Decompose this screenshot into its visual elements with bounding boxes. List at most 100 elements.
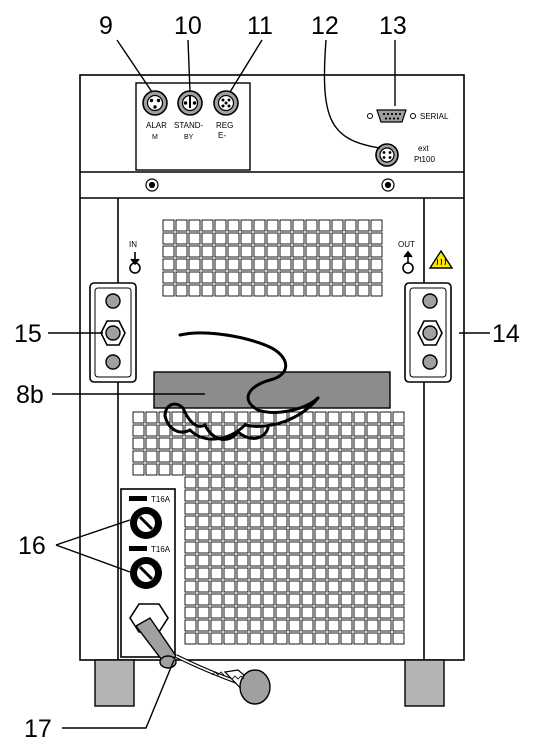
vent-slot (292, 271, 305, 284)
vent-slot (223, 580, 236, 593)
vent-slot (249, 541, 262, 554)
screw-icon (145, 178, 395, 192)
vent-slot (340, 437, 353, 450)
vent-slot (223, 619, 236, 632)
vent-slot (314, 502, 327, 515)
vent-slot (327, 541, 340, 554)
vent-slot (353, 541, 366, 554)
vent-slot (288, 632, 301, 645)
vent-slot (275, 489, 288, 502)
vent-slot (301, 554, 314, 567)
vent-slot (327, 515, 340, 528)
vent-slot (353, 424, 366, 437)
vent-slot (171, 411, 184, 424)
vent-slot (249, 463, 262, 476)
vent-slot (327, 463, 340, 476)
vent-slot (366, 593, 379, 606)
vent-slot (197, 411, 210, 424)
vent-slot (240, 271, 253, 284)
vent-slot (344, 219, 357, 232)
vent-slot (344, 271, 357, 284)
vent-slot (366, 437, 379, 450)
vent-slot (357, 245, 370, 258)
vent-slot (249, 619, 262, 632)
vent-slot (188, 245, 201, 258)
vent-slot (223, 541, 236, 554)
vent-slot (318, 271, 331, 284)
leader-lines (48, 39, 490, 729)
upper-vent-grille (162, 219, 383, 297)
vent-slot (301, 502, 314, 515)
vent-slot (301, 515, 314, 528)
vent-slot (392, 541, 405, 554)
vent-slot (175, 232, 188, 245)
vent-slot (197, 619, 210, 632)
vent-slot (379, 502, 392, 515)
vent-slot (266, 232, 279, 245)
vent-slot (236, 632, 249, 645)
vent-slot (249, 489, 262, 502)
vent-slot (353, 502, 366, 515)
callout-9: 9 (99, 12, 113, 40)
vent-slot (305, 284, 318, 297)
vent-slot (288, 424, 301, 437)
callout-16: 16 (18, 532, 46, 560)
vent-slot (379, 476, 392, 489)
vent-slot (340, 606, 353, 619)
vent-slot (210, 515, 223, 528)
vent-slot (288, 567, 301, 580)
vent-slot (327, 580, 340, 593)
fuse-holder-2-icon (130, 557, 162, 589)
vent-slot (288, 593, 301, 606)
vent-slot (379, 424, 392, 437)
vent-slot (327, 476, 340, 489)
serial-label: SERIAL (420, 112, 449, 121)
vent-slot (266, 245, 279, 258)
vent-slot (162, 219, 175, 232)
vent-slot (210, 593, 223, 606)
vent-slot (262, 528, 275, 541)
vent-slot (379, 489, 392, 502)
callout-15: 15 (14, 320, 42, 348)
vent-slot (366, 515, 379, 528)
vent-slot (184, 515, 197, 528)
vent-slot (370, 232, 383, 245)
vent-slot (214, 284, 227, 297)
vent-slot (275, 554, 288, 567)
vent-slot (210, 489, 223, 502)
vent-slot (314, 593, 327, 606)
vent-slot (275, 606, 288, 619)
vent-slot (184, 528, 197, 541)
vent-slot (366, 450, 379, 463)
vent-slot (249, 593, 262, 606)
vent-slot (223, 489, 236, 502)
vent-slot (214, 219, 227, 232)
vent-slot (158, 437, 171, 450)
vent-slot (379, 619, 392, 632)
vent-slot (223, 476, 236, 489)
vent-slot (210, 411, 223, 424)
vent-slot (210, 567, 223, 580)
vent-slot (392, 567, 405, 580)
vent-slot (353, 463, 366, 476)
vent-slot (340, 528, 353, 541)
power-cord-icon (175, 654, 271, 705)
callout-8b: 8b (16, 381, 44, 409)
vent-slot (171, 450, 184, 463)
vent-slot (197, 450, 210, 463)
vent-slot (210, 528, 223, 541)
vent-slot (210, 463, 223, 476)
vent-slot (366, 580, 379, 593)
vent-slot (249, 606, 262, 619)
vent-slot (240, 284, 253, 297)
vent-slot (301, 632, 314, 645)
vent-slot (379, 450, 392, 463)
vent-slot (288, 502, 301, 515)
vent-slot (275, 632, 288, 645)
vent-slot (344, 245, 357, 258)
vent-slot (214, 232, 227, 245)
vent-slot (327, 489, 340, 502)
vent-slot (262, 619, 275, 632)
vent-slot (366, 411, 379, 424)
vent-slot (314, 619, 327, 632)
